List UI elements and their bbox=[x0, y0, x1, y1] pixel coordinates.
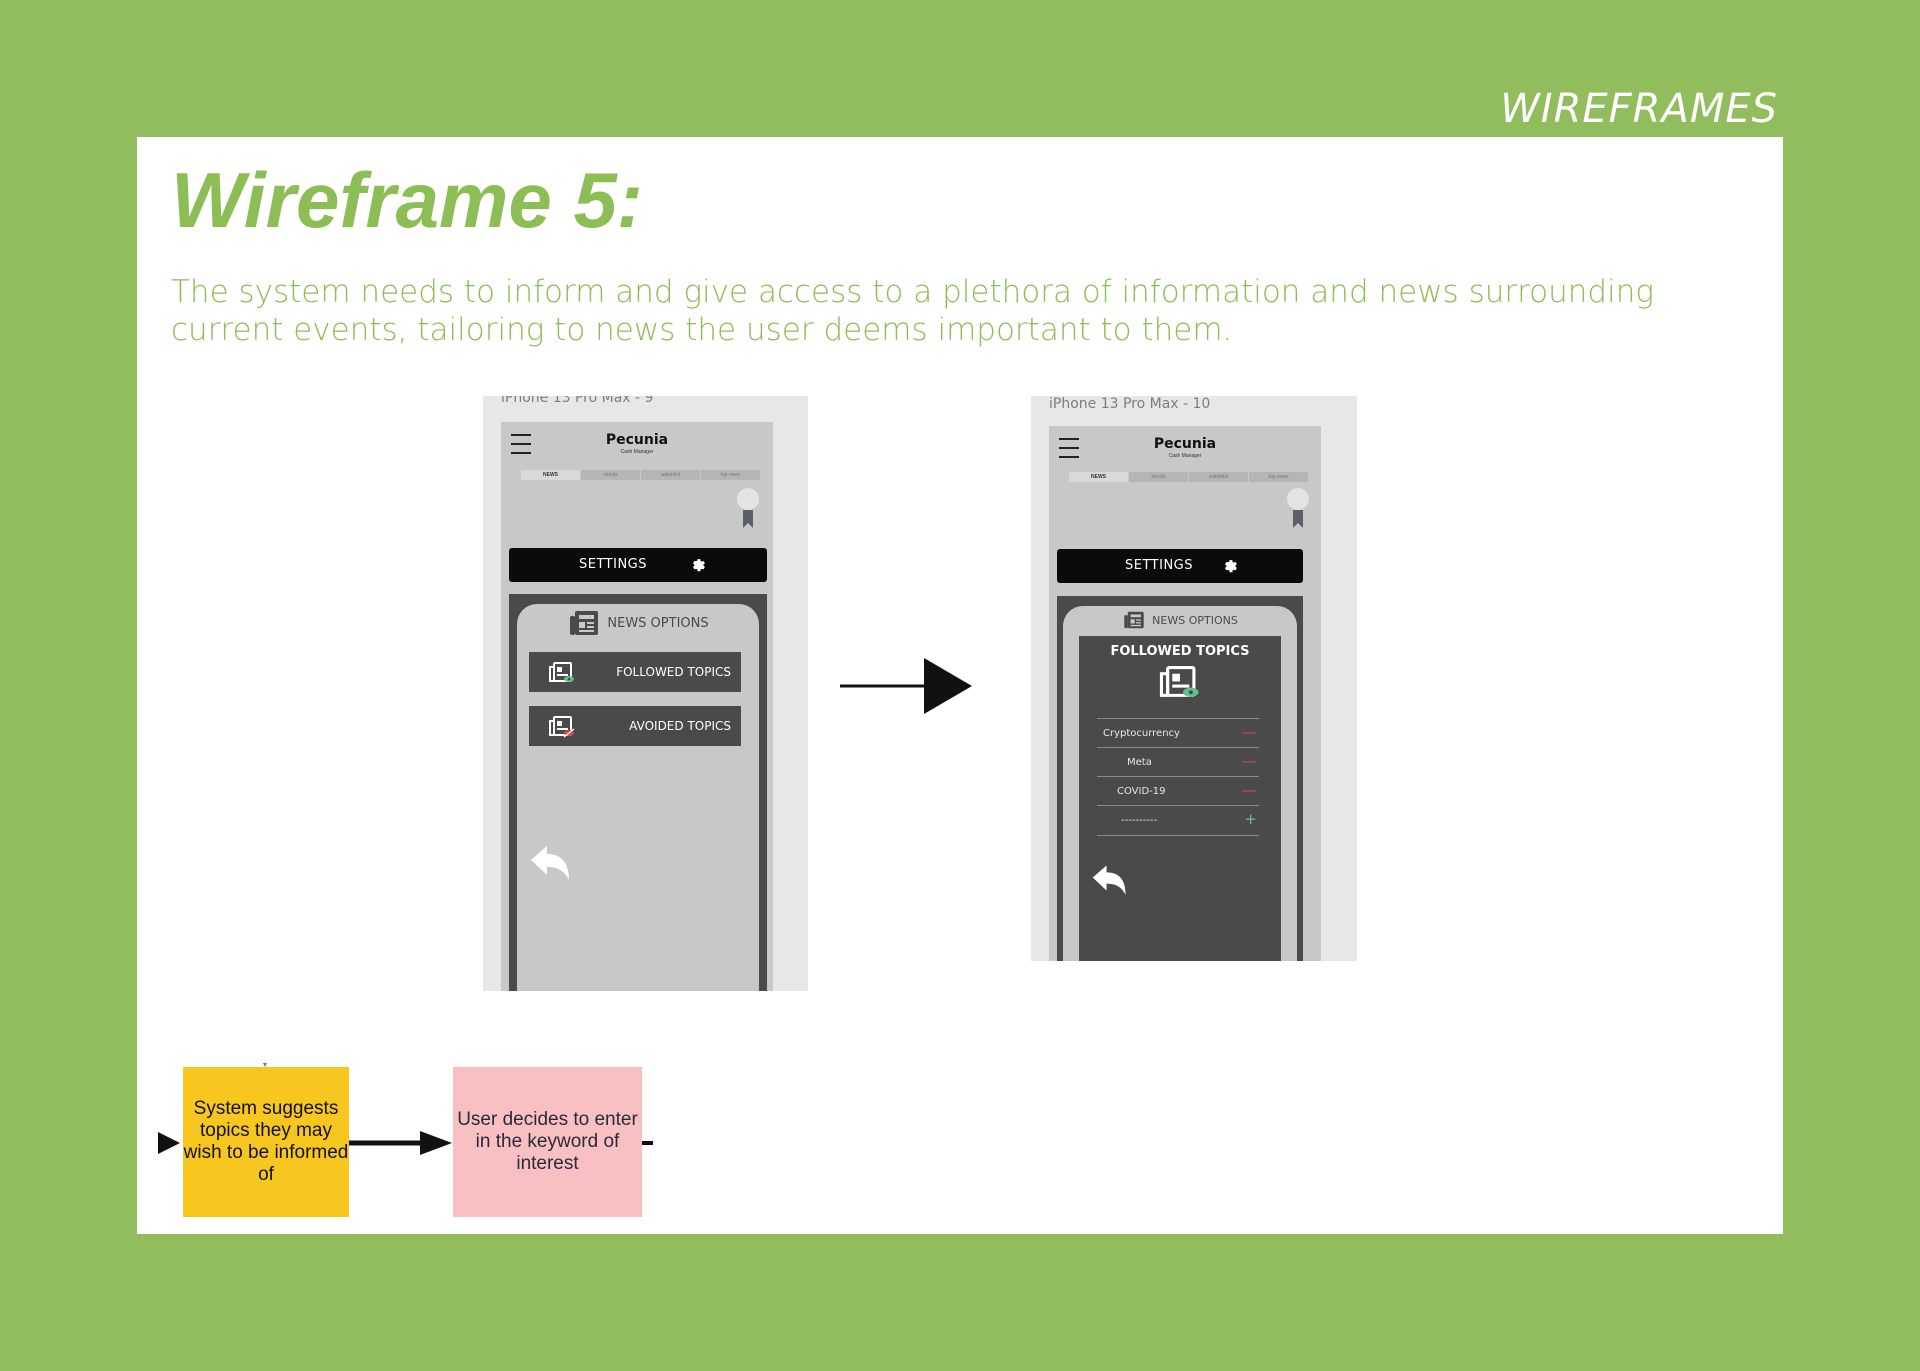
phone-screen: Pecunia Cash Manager NEWS stocks watchli… bbox=[1049, 426, 1321, 961]
remove-topic-button[interactable]: — bbox=[1242, 723, 1257, 741]
connector-arrow-icon bbox=[420, 1131, 452, 1155]
app-brand: Pecunia bbox=[605, 432, 669, 448]
topic-name: Cryptocurrency bbox=[1103, 728, 1180, 739]
app-brand-subtitle: Cash Manager bbox=[620, 449, 654, 455]
award-ribbon-icon[interactable] bbox=[737, 488, 759, 532]
newspaper-eye-icon bbox=[1159, 666, 1199, 697]
tab-news[interactable]: NEWS bbox=[1069, 472, 1129, 482]
settings-label: SETTINGS bbox=[579, 557, 648, 572]
transition-arrow-icon bbox=[840, 658, 972, 714]
avoided-topics-button[interactable]: AVOIDED TOPICS bbox=[529, 706, 741, 746]
slide-title: Wireframe 5: bbox=[171, 156, 643, 244]
hamburger-menu-icon[interactable] bbox=[511, 434, 531, 456]
tab-bar: NEWS stocks watchlist top news bbox=[521, 470, 761, 480]
flow-step-user-decides: User decides to enter in the keyword of … bbox=[453, 1067, 642, 1217]
tab-watchlist[interactable]: watchlist bbox=[641, 470, 701, 480]
news-options-header: NEWS OPTIONS bbox=[607, 616, 709, 631]
gear-icon bbox=[692, 559, 705, 572]
news-options-container: NEWS OPTIONS FOLLOWED TOPICS Cryptocurre… bbox=[1057, 596, 1303, 961]
slide-panel: Wireframe 5: The system needs to inform … bbox=[137, 137, 1783, 1234]
device-label: iPhone 13 Pro Max - 10 bbox=[1049, 396, 1211, 412]
tab-top-news[interactable]: top news bbox=[701, 470, 761, 480]
flow-connectors bbox=[158, 1063, 653, 1155]
app-brand-subtitle: Cash Manager bbox=[1168, 453, 1202, 459]
avoided-topics-label: AVOIDED TOPICS bbox=[629, 719, 731, 733]
news-options-card: NEWS OPTIONS FOLLOWED TOPICS Cryptocurre… bbox=[1063, 606, 1297, 961]
remove-topic-button[interactable]: — bbox=[1242, 781, 1257, 799]
newspaper-eye-icon bbox=[549, 662, 574, 682]
topic-name: Meta bbox=[1127, 757, 1152, 768]
topic-row: ---------- + bbox=[1097, 805, 1259, 836]
newspaper-icon bbox=[1124, 611, 1144, 629]
news-options-container: NEWS OPTIONS FOLLOWED TOPICS AVOIDED TOP… bbox=[509, 594, 767, 991]
gear-icon bbox=[1224, 560, 1237, 573]
followed-topics-button[interactable]: FOLLOWED TOPICS bbox=[529, 652, 741, 692]
settings-label: SETTINGS bbox=[1125, 558, 1194, 573]
topic-row: Cryptocurrency — bbox=[1097, 718, 1259, 748]
section-label: WIREFRAMES bbox=[1500, 86, 1778, 132]
newspaper-eye-off-icon bbox=[549, 716, 575, 738]
award-ribbon-icon[interactable] bbox=[1287, 488, 1309, 532]
back-arrow-icon[interactable] bbox=[529, 842, 573, 886]
phone-screen: Pecunia Cash Manager NEWS stocks watchli… bbox=[501, 422, 773, 991]
news-options-header: NEWS OPTIONS bbox=[1152, 614, 1238, 627]
top-marker-icon bbox=[263, 1063, 267, 1067]
tab-bar: NEWS stocks watchlist top news bbox=[1069, 472, 1309, 482]
tab-top-news[interactable]: top news bbox=[1249, 472, 1309, 482]
add-topic-button[interactable]: + bbox=[1244, 810, 1257, 828]
tab-news[interactable]: NEWS bbox=[521, 470, 581, 480]
tab-stocks[interactable]: stocks bbox=[1129, 472, 1189, 482]
tab-watchlist[interactable]: watchlist bbox=[1189, 472, 1249, 482]
app-header: Pecunia Cash Manager bbox=[1049, 426, 1321, 474]
news-options-card: NEWS OPTIONS FOLLOWED TOPICS AVOIDED TOP… bbox=[517, 604, 759, 991]
tab-stocks[interactable]: stocks bbox=[581, 470, 641, 480]
back-arrow-icon[interactable] bbox=[1091, 862, 1129, 900]
settings-button[interactable]: SETTINGS bbox=[509, 548, 767, 582]
followed-topics-panel: FOLLOWED TOPICS Cryptocurrency — Meta — … bbox=[1079, 636, 1281, 961]
slide-description: The system needs to inform and give acce… bbox=[171, 274, 1654, 348]
flow-step-system-suggests: System suggests topics they may wish to … bbox=[183, 1067, 349, 1217]
remove-topic-button[interactable]: — bbox=[1242, 752, 1257, 770]
incoming-arrow-icon bbox=[158, 1132, 180, 1154]
topic-row: Meta — bbox=[1097, 747, 1259, 777]
device-label: iPhone 13 Pro Max - 9 bbox=[501, 396, 654, 406]
topic-name: COVID-19 bbox=[1117, 786, 1166, 797]
phone-mockup-news-options: iPhone 13 Pro Max - 9 Pecunia Cash Manag… bbox=[483, 396, 808, 991]
hamburger-menu-icon[interactable] bbox=[1059, 438, 1079, 460]
newspaper-icon bbox=[570, 611, 598, 635]
app-brand: Pecunia bbox=[1153, 436, 1217, 452]
app-header: Pecunia Cash Manager bbox=[501, 422, 773, 470]
followed-topics-title: FOLLOWED TOPICS bbox=[1110, 644, 1250, 659]
settings-button[interactable]: SETTINGS bbox=[1057, 549, 1303, 583]
followed-topics-label: FOLLOWED TOPICS bbox=[616, 665, 731, 679]
new-topic-input[interactable]: ---------- bbox=[1121, 815, 1158, 826]
topic-row: COVID-19 — bbox=[1097, 776, 1259, 806]
phone-mockup-followed-topics: iPhone 13 Pro Max - 10 Pecunia Cash Mana… bbox=[1031, 396, 1357, 961]
